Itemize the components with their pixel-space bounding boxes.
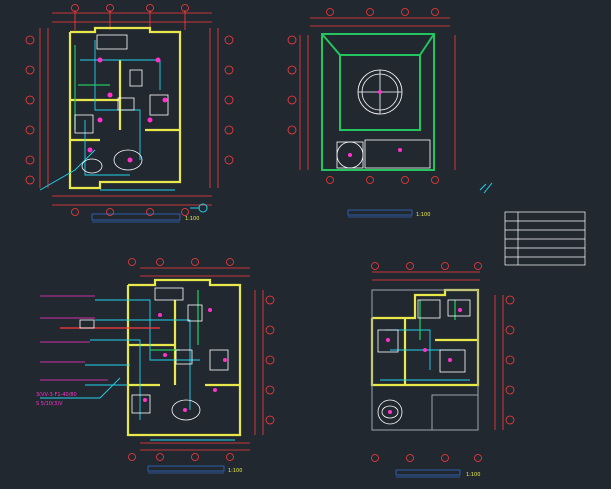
ground-floor-devices xyxy=(87,57,168,163)
riser-label-2: S 5/10(3)V xyxy=(36,401,63,407)
first-floor-dimensions xyxy=(128,258,275,461)
ground-floor-scale: 1:100 xyxy=(185,216,199,222)
ground-floor-walls xyxy=(68,26,182,190)
roof-outline xyxy=(321,33,435,171)
ground-floor-pipes xyxy=(74,45,110,130)
second-floor-fixtures xyxy=(377,299,471,425)
roof-devices xyxy=(348,90,402,157)
second-floor-devices xyxy=(386,308,462,414)
second-floor-wiring xyxy=(380,329,470,381)
ground-floor-fixtures xyxy=(74,34,169,174)
first-floor-devices xyxy=(143,308,227,412)
second-floor-walls xyxy=(370,288,480,387)
second-floor-pipes xyxy=(419,300,456,340)
ground-floor-north-symbol xyxy=(190,203,208,213)
first-floor-scale: 1:100 xyxy=(228,468,242,474)
second-floor-dimensions xyxy=(371,262,515,462)
ground-floor-plan: 1:100 xyxy=(25,4,234,223)
roof-north-arrow xyxy=(479,182,493,194)
roof-dimensions xyxy=(287,8,456,184)
first-floor-fixtures xyxy=(79,287,229,421)
first-floor-riser-labels: 3(VV-3-F1-40/80 S 5/10(3)V xyxy=(36,295,108,407)
roof-plan: 1:100 xyxy=(287,8,493,218)
first-floor-title: 1:100 xyxy=(147,465,242,474)
ground-floor-dimensions xyxy=(25,4,234,216)
first-floor-wiring xyxy=(40,299,235,441)
roof-scale: 1:100 xyxy=(416,212,430,218)
second-floor-title: 1:100 xyxy=(395,469,480,478)
riser-label: 3(VV-3-F1-40/80 xyxy=(36,392,77,398)
second-floor-outline xyxy=(371,289,479,431)
legend-table xyxy=(504,211,586,266)
roof-title: 1:100 xyxy=(347,209,430,218)
second-floor-plan: 1:100 xyxy=(370,262,515,478)
first-floor-pipes xyxy=(150,290,199,351)
ground-floor-title: 1:100 xyxy=(91,213,199,223)
first-floor-walls xyxy=(126,278,242,437)
second-floor-scale: 1:100 xyxy=(466,472,480,478)
first-floor-plan: 3(VV-3-F1-40/80 S 5/10(3)V 1:100 xyxy=(36,258,275,474)
